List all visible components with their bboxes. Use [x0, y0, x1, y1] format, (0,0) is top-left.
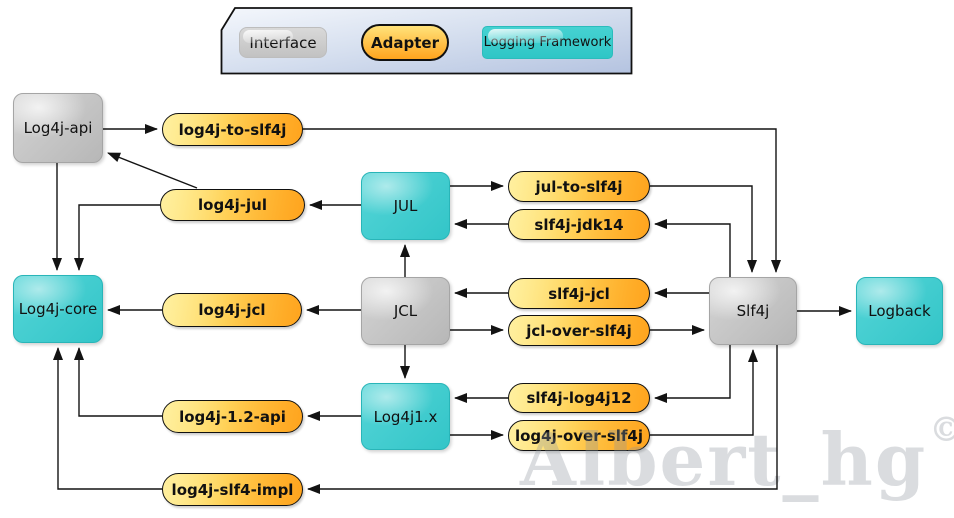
- adapter-slf4j-log4j12: slf4j-log4j12: [508, 383, 650, 413]
- legend-adapter-sample: Adapter: [361, 24, 449, 61]
- node-jul: JUL: [361, 172, 450, 240]
- node-slf4j-label: Slf4j: [736, 302, 770, 320]
- edge-jul-to-slf4j-to-Slf4j: [650, 185, 757, 273]
- adapter-log4j-slf4-impl: log4j-slf4-impl: [162, 473, 303, 506]
- adapter-log4j-jcl: log4j-jcl: [162, 293, 302, 327]
- node-jul-label: JUL: [393, 197, 418, 215]
- adapter-log4j-1-2-api: log4j-1.2-api: [162, 400, 303, 433]
- legend-interface-sample: Interface: [239, 27, 327, 58]
- edge-log4j-slf4-impl-to-Log4j-core: [53, 347, 162, 490]
- adapter-log4j-slf4-impl-label: log4j-slf4-impl: [171, 480, 294, 499]
- node-log4j-core: Log4j-core: [13, 275, 103, 343]
- adapter-slf4j-jdk14-label: slf4j-jdk14: [534, 215, 624, 234]
- legend-framework-label: Logging Framework: [483, 35, 612, 50]
- legend-framework-sample: Logging Framework: [482, 26, 613, 59]
- node-log4j1x: Log4j1.x: [361, 383, 450, 450]
- adapter-slf4j-jdk14: slf4j-jdk14: [508, 209, 650, 240]
- edge-log4j-jul-to-Log4j-api: [107, 152, 198, 189]
- node-jcl-label: JCL: [393, 302, 418, 320]
- watermark: Albert_hg©: [520, 410, 954, 502]
- adapter-jcl-over-slf4j-label: jcl-over-slf4j: [526, 321, 632, 340]
- node-logback: Logback: [856, 277, 943, 345]
- adapter-slf4j-log4j12-label: slf4j-log4j12: [526, 389, 632, 407]
- node-log4j-api: Log4j-api: [13, 93, 103, 163]
- legend-interface-label: Interface: [249, 33, 317, 52]
- node-jcl: JCL: [361, 277, 450, 345]
- adapter-jul-to-slf4j: jul-to-slf4j: [508, 171, 650, 202]
- node-slf4j: Slf4j: [709, 277, 797, 345]
- legend: Interface Adapter Logging Framework: [220, 7, 633, 75]
- node-log4j-api-label: Log4j-api: [23, 119, 93, 137]
- adapter-jul-to-slf4j-label: jul-to-slf4j: [535, 177, 623, 196]
- edge-log4j-1.2-api-to-Log4j-core: [74, 347, 162, 417]
- watermark-text: Albert_hg: [520, 417, 928, 502]
- adapter-slf4j-jcl: slf4j-jcl: [508, 278, 650, 309]
- node-logback-label: Logback: [868, 302, 931, 320]
- adapter-log4j-jcl-label: log4j-jcl: [198, 301, 266, 319]
- edge-log4j-jul-to-Log4j-core: [74, 204, 160, 271]
- adapter-log4j-to-slf4j-label: log4j-to-slf4j: [178, 120, 287, 139]
- adapter-jcl-over-slf4j: jcl-over-slf4j: [508, 315, 650, 346]
- adapter-log4j-1-2-api-label: log4j-1.2-api: [179, 407, 286, 426]
- node-log4j1x-label: Log4j1.x: [373, 407, 438, 426]
- adapter-log4j-jul-label: log4j-jul: [198, 196, 267, 214]
- adapter-log4j-jul: log4j-jul: [160, 189, 305, 221]
- adapter-log4j-to-slf4j: log4j-to-slf4j: [162, 113, 303, 146]
- node-log4j-core-label: Log4j-core: [18, 300, 98, 318]
- edge-Slf4j-to-slf4j-log4j12: [654, 345, 731, 403]
- edge-Slf4j-to-slf4j-jdk14: [654, 219, 731, 277]
- legend-adapter-label: Adapter: [371, 33, 439, 52]
- copyright-symbol: ©: [929, 410, 954, 450]
- adapter-slf4j-jcl-label: slf4j-jcl: [548, 284, 610, 303]
